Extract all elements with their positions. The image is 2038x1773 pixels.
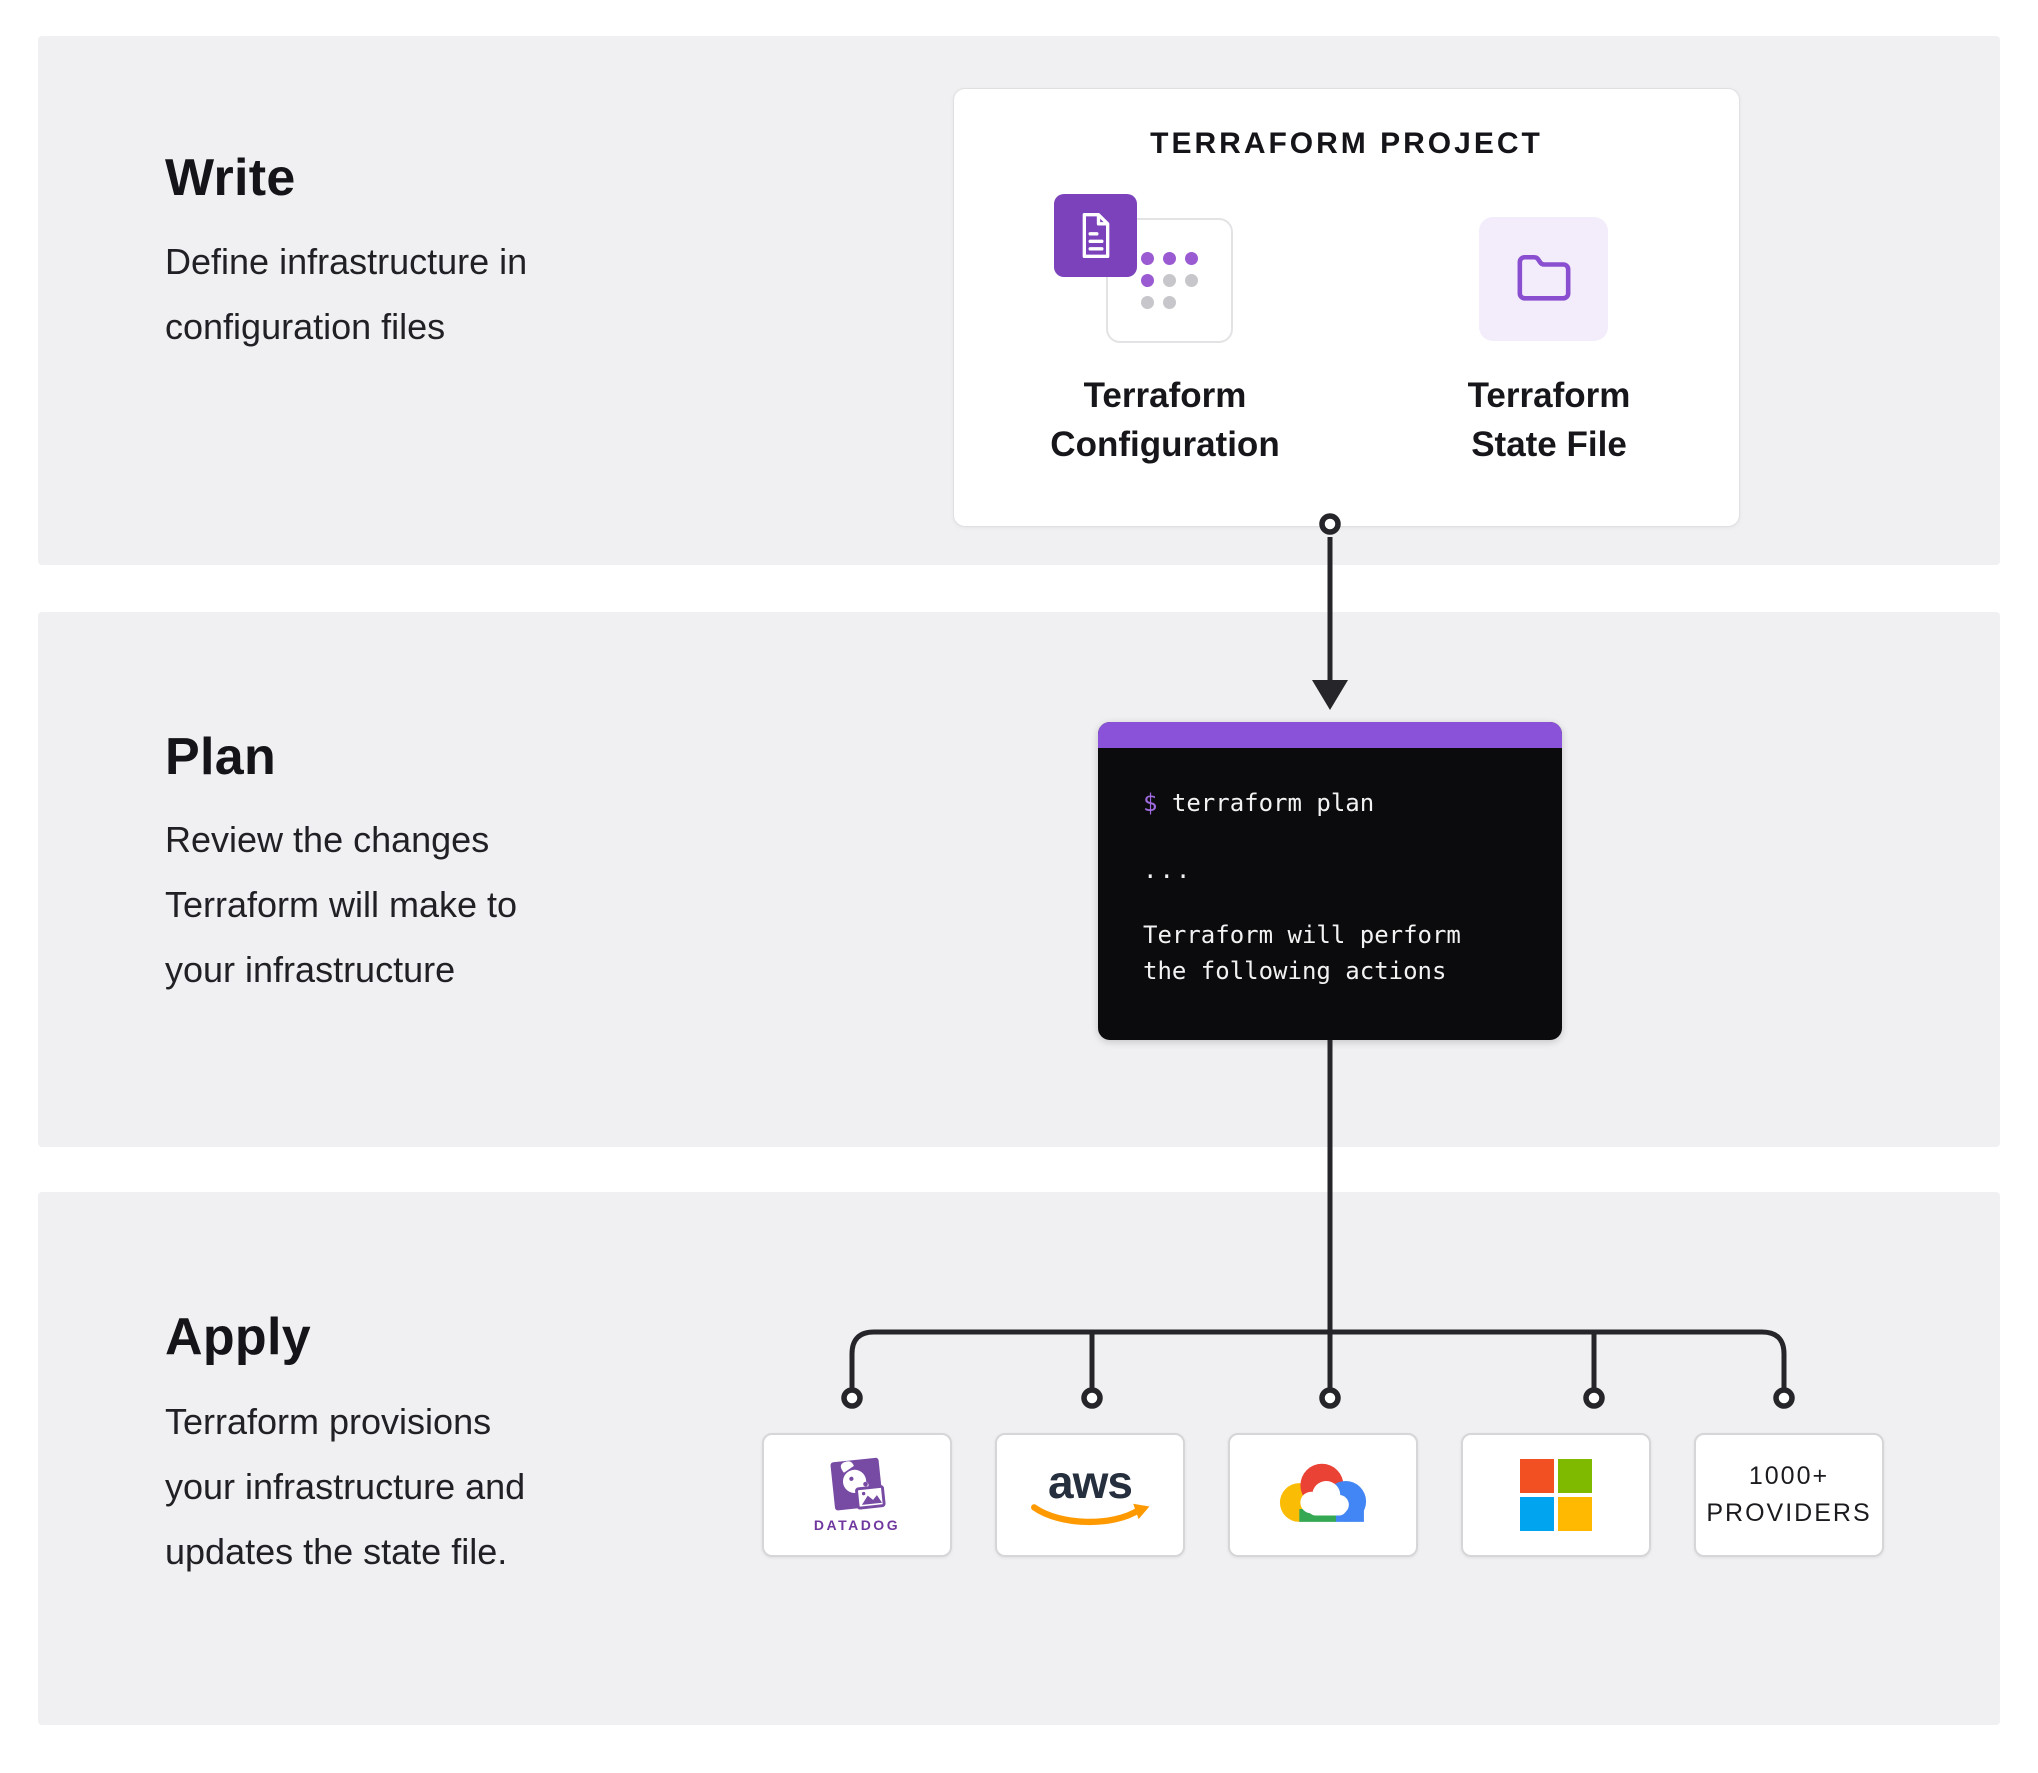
datadog-logo-icon bbox=[830, 1457, 886, 1511]
apply-heading: Apply bbox=[165, 1308, 311, 1366]
terminal-output-line: Terraform will perform bbox=[1143, 921, 1461, 949]
terminal-command: terraform plan bbox=[1171, 789, 1375, 817]
plan-description-line: Terraform will make to bbox=[165, 884, 518, 925]
provider-card-aws: aws bbox=[995, 1433, 1185, 1557]
terminal-content: $ terraform plan ... Terraform will perf… bbox=[1098, 748, 1562, 989]
dots-grid-icon bbox=[1141, 252, 1198, 309]
plan-description: Review the changes Terraform will make t… bbox=[165, 807, 517, 1002]
datadog-wordmark: DATADOG bbox=[813, 1517, 901, 1533]
plan-description-line: your infrastructure bbox=[165, 949, 456, 990]
plan-heading: Plan bbox=[165, 728, 277, 786]
provider-row: DATADOG aws bbox=[762, 1433, 1884, 1557]
aws-smile-icon bbox=[1031, 1503, 1150, 1525]
terraform-project-card: TERRAFORM PROJECT bbox=[953, 88, 1740, 527]
plan-description-line: Review the changes bbox=[165, 819, 490, 860]
terminal-prompt: $ bbox=[1143, 789, 1158, 817]
project-card-title: TERRAFORM PROJECT bbox=[1150, 127, 1543, 160]
terraform-configuration-icon bbox=[1054, 194, 1234, 344]
provider-card-microsoft bbox=[1461, 1433, 1651, 1557]
terraform-state-file-label: Terraform State File bbox=[1467, 376, 1631, 464]
apply-description: Terraform provisions your infrastructure… bbox=[165, 1389, 525, 1584]
terraform-configuration-label: Terraform Configuration bbox=[1050, 376, 1280, 464]
terminal-ellipsis: ... bbox=[1143, 856, 1193, 884]
provider-card-google-cloud bbox=[1228, 1433, 1418, 1557]
write-description-line: Define infrastructure in bbox=[165, 241, 528, 282]
apply-description-line: your infrastructure and bbox=[165, 1466, 526, 1507]
terminal-output-line: the following actions bbox=[1143, 957, 1447, 985]
google-cloud-logo-icon bbox=[1271, 1463, 1375, 1535]
terminal-command-line: $ terraform plan bbox=[1143, 785, 1534, 821]
document-icon bbox=[1054, 194, 1137, 277]
apply-description-line: Terraform provisions bbox=[165, 1401, 492, 1442]
providers-count-label: 1000+ PROVIDERS bbox=[1706, 1462, 1872, 1527]
apply-description-line: updates the state file. bbox=[165, 1531, 508, 1572]
terraform-state-file-icon bbox=[1479, 217, 1608, 341]
microsoft-logo-icon bbox=[1520, 1459, 1592, 1531]
write-description-line: configuration files bbox=[165, 306, 446, 347]
aws-wordmark: aws bbox=[1048, 1455, 1133, 1508]
terminal-window: $ terraform plan ... Terraform will perf… bbox=[1098, 722, 1562, 1040]
provider-card-more-providers: 1000+ PROVIDERS bbox=[1694, 1433, 1884, 1557]
terminal-titlebar bbox=[1098, 722, 1562, 748]
write-heading: Write bbox=[165, 149, 296, 207]
write-description: Define infrastructure in configuration f… bbox=[165, 229, 527, 359]
provider-card-datadog: DATADOG bbox=[762, 1433, 952, 1557]
plan-section-band bbox=[38, 612, 2000, 1147]
folder-icon bbox=[1517, 254, 1570, 301]
